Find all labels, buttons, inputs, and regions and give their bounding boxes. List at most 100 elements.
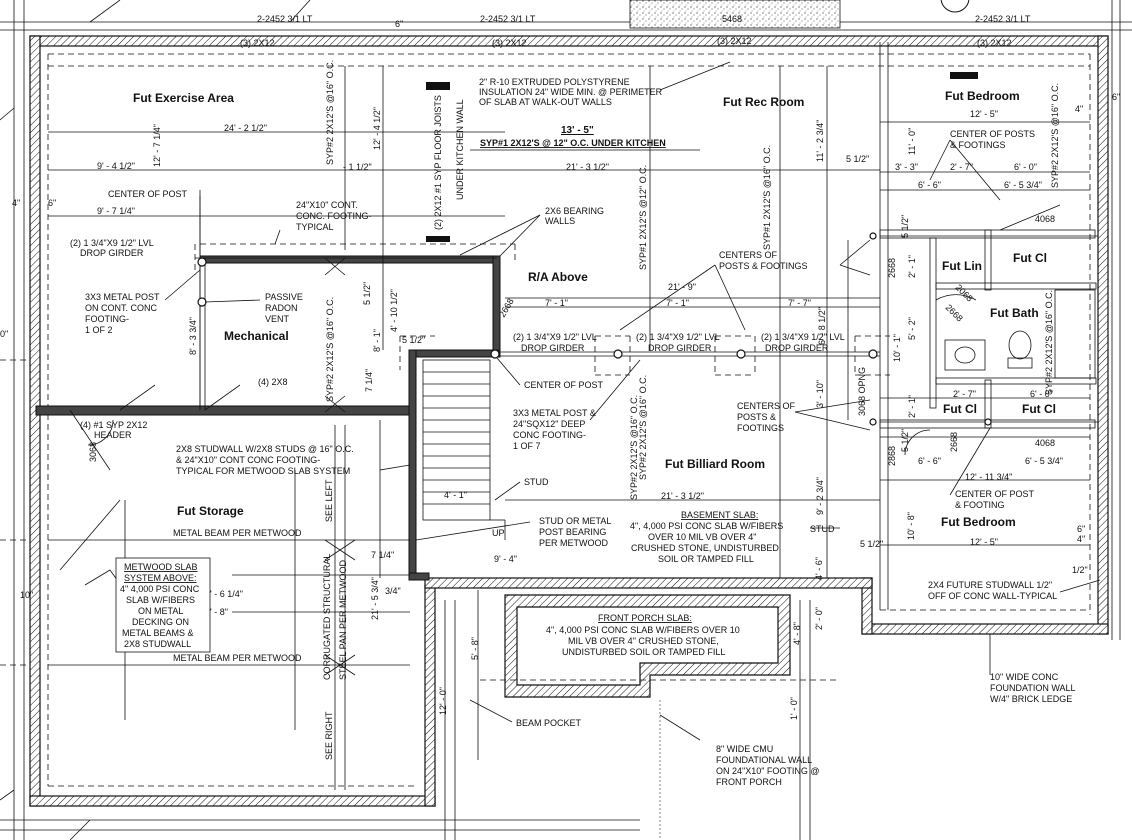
drop-girder-note: (2) 1 3/4"X9 1/2" LVL bbox=[761, 332, 845, 342]
dim-vertical: 5' - 2" bbox=[907, 317, 917, 340]
room-ra-above: R/A Above bbox=[528, 270, 588, 284]
center-posts-note: CENTER OF POSTS bbox=[950, 129, 1035, 139]
footing-note: CONC. FOOTING- bbox=[296, 211, 372, 221]
dim-label: 3/4" bbox=[385, 586, 401, 596]
metal-post-note: 1 OF 2 bbox=[85, 325, 113, 335]
deep-footing-note: 1 OF 7 bbox=[513, 441, 541, 451]
dim-vertical: SYP#2 2X12'S @16" O.C. bbox=[1044, 290, 1054, 395]
dim-vertical: 6' - 8 1/2" bbox=[817, 307, 827, 345]
dim-label: 12' - 5" bbox=[970, 537, 998, 547]
leader-lines bbox=[84, 61, 1101, 741]
dim-label: - 1 1/2" bbox=[343, 162, 372, 172]
stud-right-note: STUD bbox=[810, 524, 835, 534]
radon-note: PASSIVE bbox=[265, 292, 303, 302]
dim-vertical: SYP#1 2X12'S @12" O.C. bbox=[638, 165, 648, 270]
metwood-title: SYSTEM ABOVE: bbox=[124, 573, 197, 583]
studwall-note: TYPICAL FOR METWOOD SLAB SYSTEM bbox=[176, 466, 350, 476]
cmu-note: FOUNDATIONAL WALL bbox=[716, 755, 812, 765]
dim-vertical: 5 1/2" bbox=[362, 282, 372, 305]
drop-girder-note: (2) 1 3/4"X9 1/2" LVL bbox=[513, 332, 597, 342]
dim-vertical: SEE LEFT bbox=[324, 479, 334, 522]
dim-label: 3' - 3" bbox=[895, 162, 918, 172]
dim-vertical: UNDER KITCHEN WALL bbox=[455, 99, 465, 200]
metal-beam-note: METAL BEAM PER METWOOD bbox=[173, 528, 302, 538]
metal-post-note: ON CONT. CONC bbox=[85, 303, 158, 313]
dim-label: 6" bbox=[1112, 92, 1120, 102]
door-tag: 4068 bbox=[1035, 214, 1055, 224]
dim-vertical: 21' - 5 3/4" bbox=[370, 577, 380, 620]
basement-slab-note: 4", 4,000 PSI CONC SLAB W/FIBERS bbox=[630, 521, 783, 531]
bearing-note: WALLS bbox=[545, 216, 575, 226]
dim-vertical: SYP#2 2X12'S @16" O.C. bbox=[1050, 83, 1060, 188]
dim-label: 5 1/2" bbox=[846, 154, 869, 164]
stair-up: UP bbox=[492, 528, 505, 538]
dim-vertical: 4' - 6" bbox=[814, 557, 824, 580]
dim-label: 9' - 4" bbox=[494, 554, 517, 564]
centers-posts-right: CENTERS OF bbox=[737, 401, 796, 411]
metwood-line: METAL BEAMS & bbox=[122, 628, 194, 638]
dim-label: 21' - 6 1/4" bbox=[200, 589, 243, 599]
lintel-label: 2-2452 3/1 LT bbox=[975, 14, 1031, 24]
insulation-note: 2" R-10 EXTRUDED POLYSTYRENE bbox=[479, 77, 630, 87]
centers-posts-note: CENTERS OF bbox=[719, 250, 778, 260]
dim-label: 6" bbox=[48, 198, 56, 208]
room-bath: Fut Bath bbox=[990, 306, 1039, 320]
metwood-line: 2X8 STUDWALL bbox=[124, 639, 191, 649]
dim-vertical: 11' - 0" bbox=[907, 128, 917, 155]
kitchen-joists: SYP#1 2X12'S @ 12" O.C. UNDER KITCHEN bbox=[480, 138, 666, 148]
dim-vertical: 5 1/2" bbox=[900, 215, 910, 238]
metal-post-note: FOOTING- bbox=[85, 314, 129, 324]
stud-metal-note: PER METWOOD bbox=[539, 538, 608, 548]
dim-label: 21' - 3 1/2" bbox=[566, 162, 609, 172]
dim-vertical: 11' - 2 3/4" bbox=[815, 120, 825, 162]
dim-vertical: 3068 OPNG bbox=[857, 367, 867, 416]
dim-vertical: 2' - 0" bbox=[814, 607, 824, 630]
front-porch-walls bbox=[444, 594, 840, 840]
room-rec: Fut Rec Room bbox=[723, 95, 804, 109]
room-bedroom-top: Fut Bedroom bbox=[945, 89, 1020, 103]
dim-vertical: SYP#2 2X12'S @16" O.C. bbox=[638, 375, 648, 480]
dim-vertical: 5 1/2" bbox=[900, 429, 910, 452]
dim-label: 7 1/4" bbox=[371, 550, 394, 560]
basement-slab-title: BASEMENT SLAB: bbox=[681, 510, 758, 520]
stair bbox=[422, 359, 506, 540]
dim-label: 21' - 3 1/2" bbox=[661, 491, 704, 501]
drop-girder-note: DROP GIRDER bbox=[648, 343, 712, 353]
dim-vertical: STEEL PAN PER METWOOD bbox=[338, 559, 348, 680]
dim-vertical: 7 1/4" bbox=[364, 369, 374, 392]
centers-posts-note: POSTS & FOOTINGS bbox=[719, 261, 808, 271]
girders bbox=[194, 235, 1098, 423]
dim-label: 2' - 7" bbox=[953, 389, 976, 399]
center-post-br: CENTER OF POST bbox=[955, 489, 1035, 499]
metwood-system bbox=[48, 257, 410, 790]
beam-label: (3) 2X12 bbox=[977, 38, 1012, 48]
dim-label: 6' - 0" bbox=[1030, 389, 1053, 399]
dim-label: 6' - 5 3/4" bbox=[1004, 180, 1042, 190]
dim-label: 9' - 7 1/4" bbox=[97, 206, 135, 216]
future-studwall-note: OFF OF CONC WALL-TYPICAL bbox=[928, 591, 1057, 601]
porch-note: UNDISTURBED SOIL OR TAMPED FILL bbox=[562, 647, 725, 657]
dim-vertical: 8' - 3 3/4" bbox=[188, 317, 198, 355]
radon-note: RADON bbox=[265, 303, 298, 313]
dim-vertical: 12' - 4 1/2" bbox=[372, 107, 382, 150]
lintel-label: 2-2452 3/1 LT bbox=[480, 14, 536, 24]
radon-note: VENT bbox=[265, 314, 290, 324]
center-post-note: CENTER OF POST bbox=[524, 380, 604, 390]
dim-vertical: 1' - 0" bbox=[789, 697, 799, 720]
lvl-girder-note: (2) 1 3/4"X9 1/2" LVL bbox=[70, 238, 154, 248]
deep-footing-note: 24"SQX12" DEEP bbox=[513, 419, 585, 429]
dim-label: 6" bbox=[395, 19, 403, 29]
dim-label: 7' - 1" bbox=[666, 298, 689, 308]
stud-metal-note: STUD OR METAL bbox=[539, 516, 611, 526]
dim-vertical: 2' - 1" bbox=[907, 255, 917, 278]
dim-vertical: 5' - 8" bbox=[470, 637, 480, 660]
dim-vertical: 10' - 1" bbox=[892, 334, 902, 362]
room-closet-right: Fut Cl bbox=[1022, 402, 1056, 416]
dim-label: 6' - 6" bbox=[918, 180, 941, 190]
dim-label: 6' - 0" bbox=[1014, 162, 1037, 172]
metwood-line: DECKING ON bbox=[132, 617, 189, 627]
metwood-note-box: METWOOD SLAB SYSTEM ABOVE: 4" 4,000 PSI … bbox=[115, 557, 211, 653]
dim-label: 12' - 11 3/4" bbox=[965, 472, 1012, 482]
door-tag: 2668 bbox=[949, 432, 959, 452]
